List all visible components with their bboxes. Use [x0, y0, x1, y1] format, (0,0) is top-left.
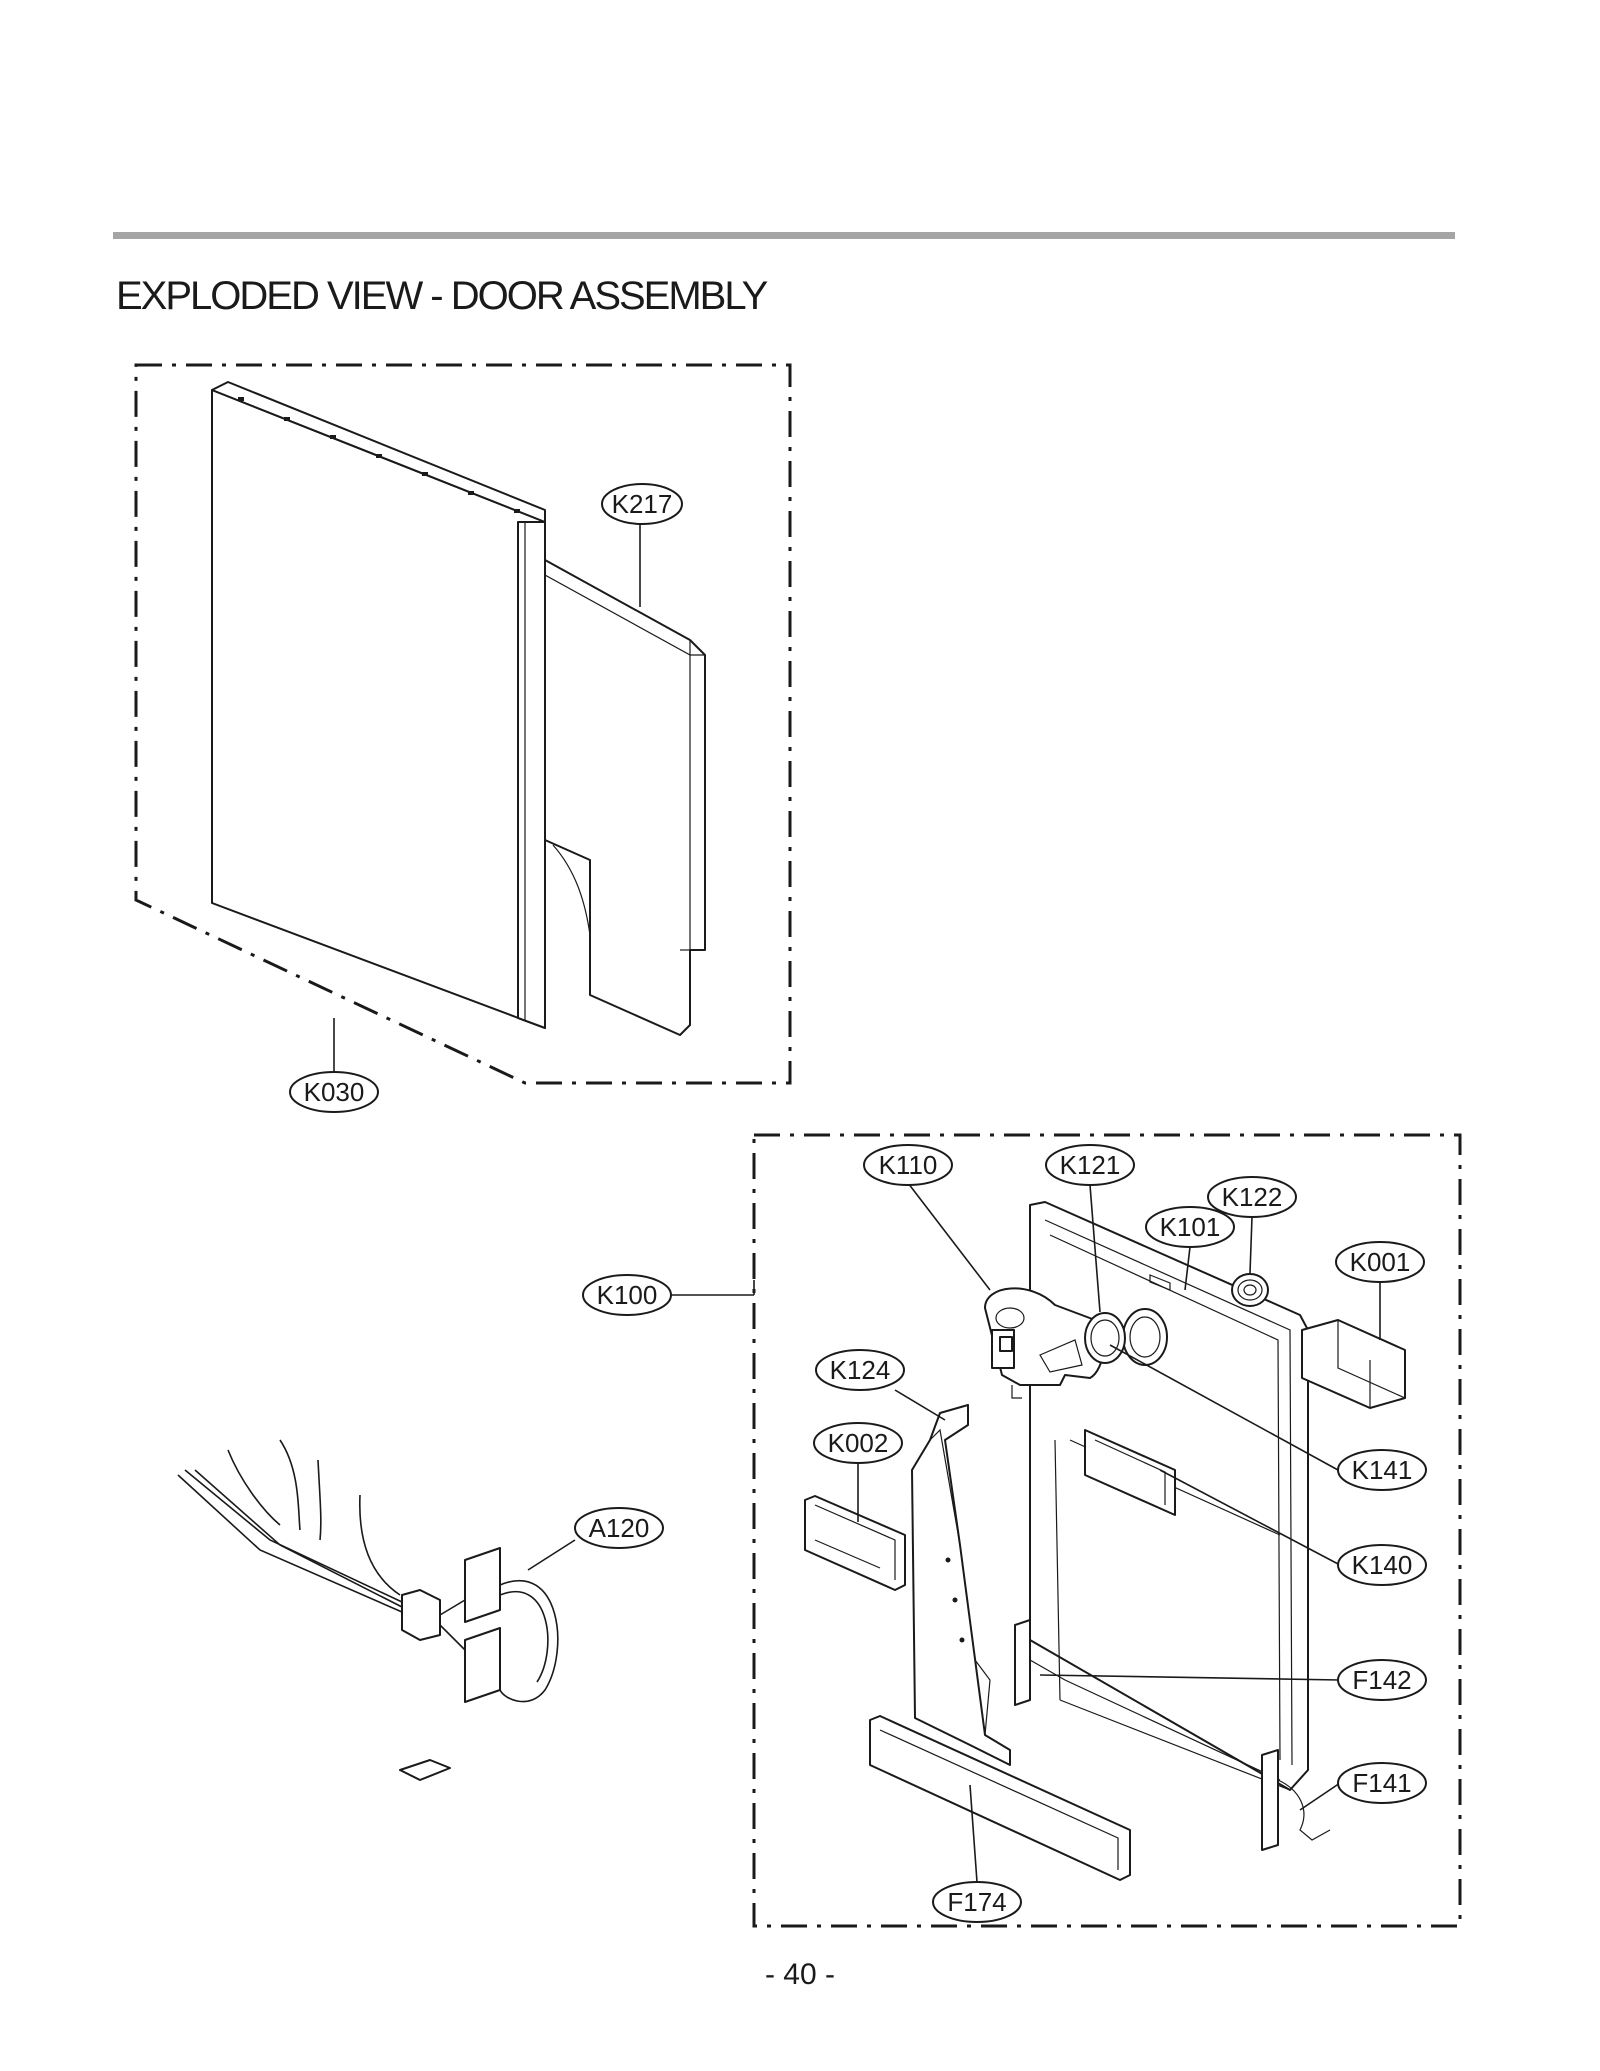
callout-k100 [582, 1274, 672, 1316]
callout-f142 [1337, 1659, 1427, 1701]
insulation-panel [544, 559, 706, 1036]
page-number: - 40 - [764, 1958, 836, 1991]
callout-f174 [932, 1881, 1022, 1923]
air-duct [911, 1404, 1011, 1766]
callout-f141 [1337, 1762, 1427, 1804]
callout-k001-label: K001 [1350, 1247, 1411, 1277]
title-rule [113, 232, 1455, 239]
callout-k030 [289, 1071, 379, 1113]
callout-k002-label: K002 [828, 1428, 889, 1458]
filter-plate [804, 1495, 906, 1591]
callout-k030-label: K030 [304, 1077, 365, 1107]
hinge-right [1261, 1749, 1331, 1851]
callout-f142-label: F142 [1352, 1665, 1411, 1695]
callout-k121 [1045, 1144, 1135, 1186]
callout-k141-label: K141 [1352, 1455, 1413, 1485]
callout-k101 [1145, 1206, 1235, 1248]
callout-k140-label: K140 [1352, 1550, 1413, 1580]
wire-harness [177, 1439, 559, 1781]
callout-f174-label: F174 [947, 1887, 1006, 1917]
callout-k101-label: K101 [1160, 1212, 1221, 1242]
page-title: EXPLODED VIEW - DOOR ASSEMBLY [116, 274, 768, 318]
callout-k002 [813, 1422, 903, 1464]
detergent-dispenser [984, 1287, 1106, 1399]
callout-f141-label: F141 [1352, 1768, 1411, 1798]
callout-k001 [1335, 1241, 1425, 1283]
callout-k124-label: K124 [830, 1355, 891, 1385]
rinse-aid-cap [1231, 1273, 1269, 1307]
callout-a120 [574, 1507, 664, 1549]
callout-k110 [863, 1144, 953, 1186]
front-door-panel [211, 381, 546, 1029]
callout-k122-label: K122 [1222, 1182, 1283, 1212]
door-top-holes [238, 397, 520, 513]
callout-k124 [815, 1349, 905, 1391]
callout-k100-label: K100 [597, 1280, 658, 1310]
control-housing [1301, 1319, 1406, 1409]
hinge-left [1014, 1619, 1281, 1781]
callout-k122 [1207, 1176, 1297, 1218]
lower-group-boundary [752, 1133, 1462, 1928]
callout-k121-label: K121 [1060, 1150, 1121, 1180]
upper-group-boundary [134, 363, 792, 1085]
callout-a120-label: A120 [589, 1513, 650, 1543]
callout-k141 [1337, 1449, 1427, 1491]
bottom-trim [869, 1715, 1131, 1881]
callout-k217 [601, 483, 683, 525]
callout-k217-label: K217 [612, 489, 673, 519]
callout-k140 [1337, 1544, 1427, 1586]
callout-k110-label: K110 [879, 1150, 938, 1180]
